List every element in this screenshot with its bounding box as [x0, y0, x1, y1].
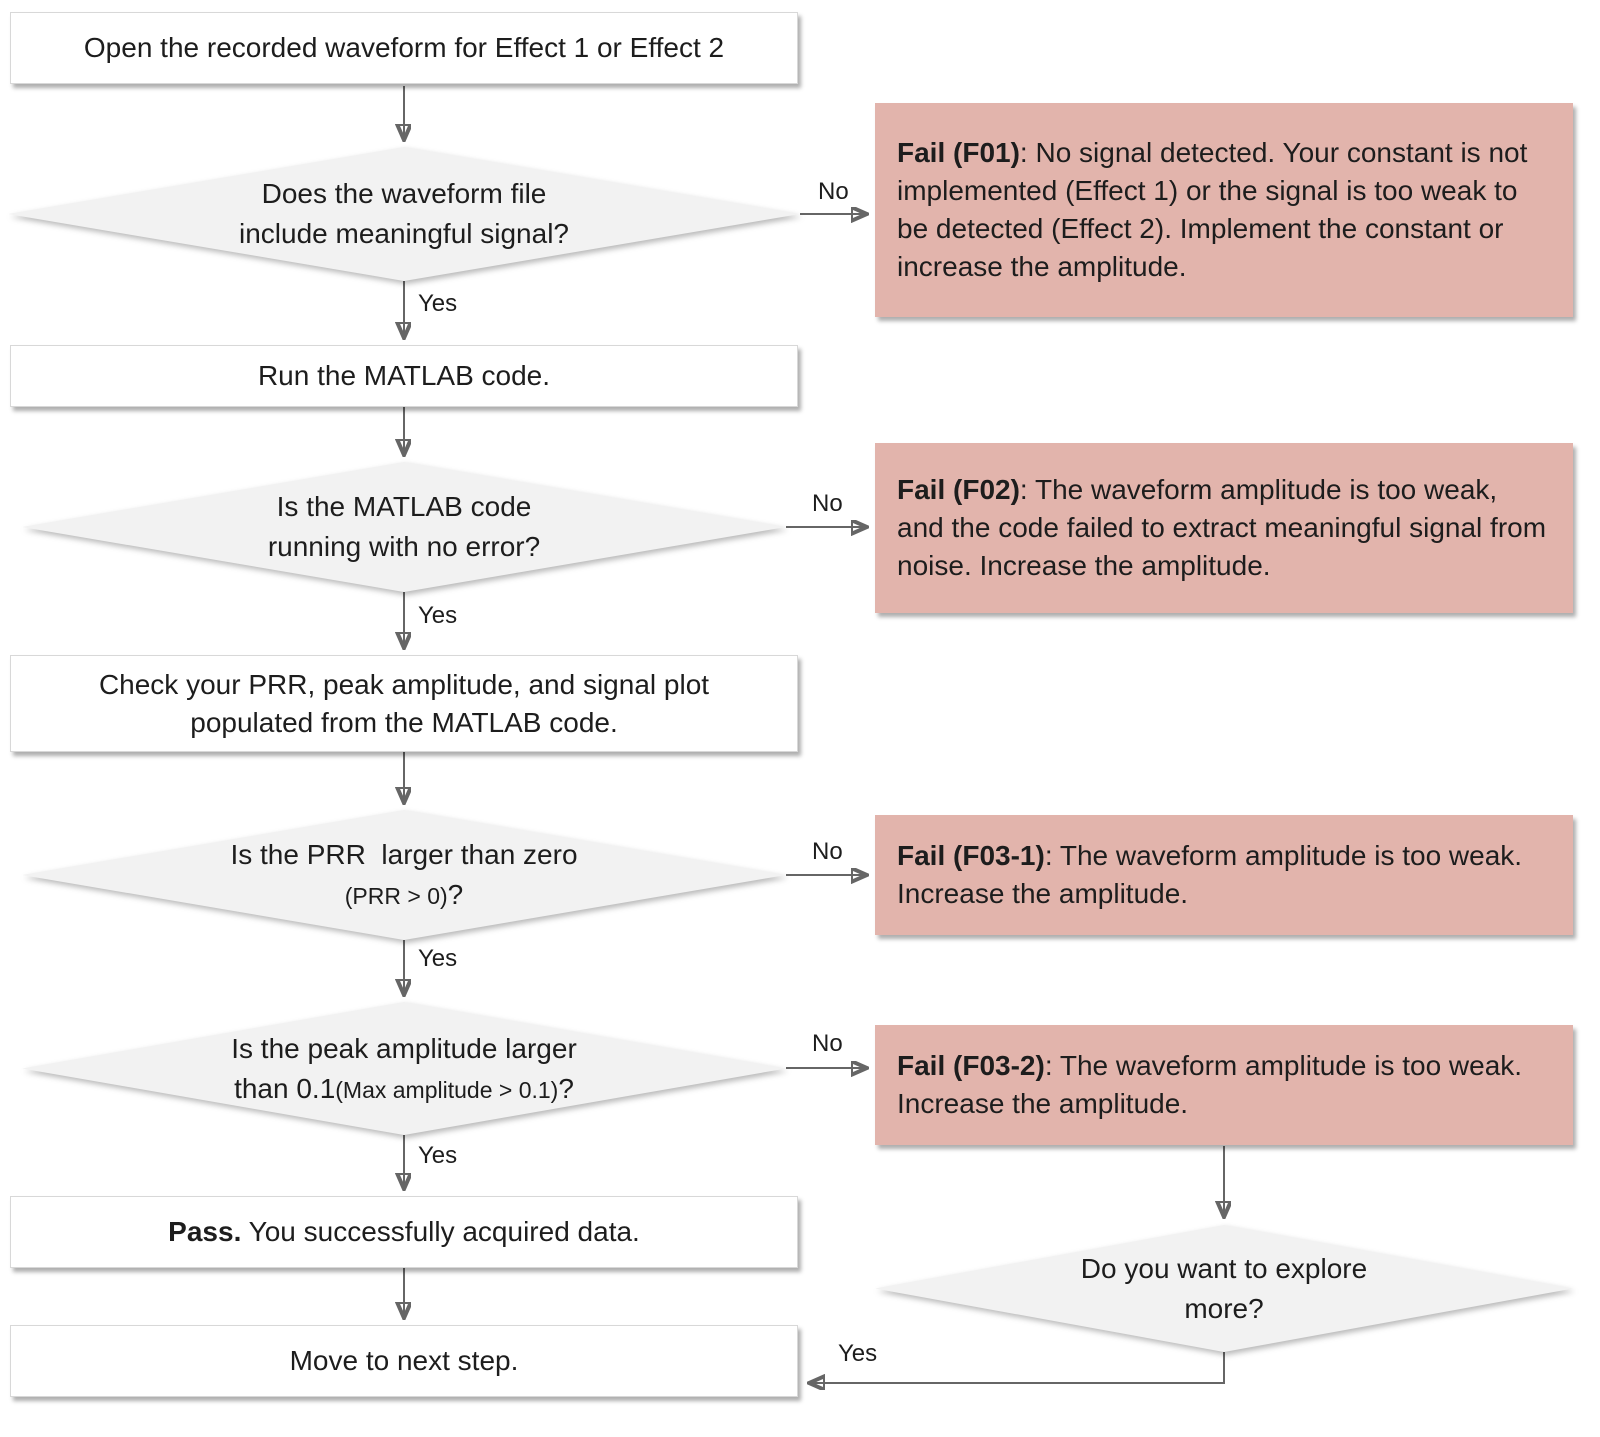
fail-f02-label: Fail (F02) [897, 474, 1020, 505]
node-decision-peak-amplitude: Is the peak amplitude larger than 0.1(Ma… [22, 1002, 786, 1135]
edge-label-yes-4: Yes [418, 1142, 458, 1169]
node-decision-explore-more: Do you want to explore more? [875, 1225, 1573, 1352]
node-fail-f02: Fail (F02): The waveform amplitude is to… [875, 443, 1573, 613]
node-fail-f03-2: Fail (F03-2): The waveform amplitude is … [875, 1025, 1573, 1145]
diamond-shape [22, 810, 786, 940]
node-start-text: Open the recorded waveform for Effect 1 … [83, 32, 725, 64]
arrow-explore-yes-to-move [810, 1352, 1225, 1383]
node-decision-prr-text: Is the PRR larger than zero (PRR > 0)? [230, 839, 578, 910]
node-pass: Pass. You successfully acquired data. [10, 1196, 798, 1268]
edge-label-no-1: No [818, 178, 849, 205]
node-decision-explore-more-text: Do you want to explore more? [1080, 1252, 1368, 1324]
node-decision-no-error: Is the MATLAB code running with no error… [22, 462, 786, 592]
fail-f03-2-label: Fail (F03-2) [897, 1050, 1045, 1081]
node-decision-signal-text: Does the waveform file include meaningfu… [239, 178, 569, 249]
node-decision-signal: Does the waveform file include meaningfu… [8, 147, 800, 281]
node-decision-prr: Is the PRR larger than zero (PRR > 0)? [22, 810, 786, 940]
pass-label: Pass. [168, 1216, 242, 1248]
diamond-shape [8, 147, 800, 281]
node-decision-no-error-text: Is the MATLAB code running with no error… [267, 491, 541, 562]
edge-label-yes-1: Yes [418, 290, 458, 317]
node-fail-f03-1: Fail (F03-1): The waveform amplitude is … [875, 815, 1573, 935]
edge-label-yes-3: Yes [418, 945, 458, 972]
node-fail-f01: Fail (F01): No signal detected. Your con… [875, 103, 1573, 317]
diamond-shape [22, 1002, 786, 1135]
edge-label-no-3: No [812, 838, 843, 865]
edge-label-no-4: No [812, 1030, 843, 1057]
node-move-next-step-text: Move to next step. [289, 1345, 519, 1377]
node-run-matlab-text: Run the MATLAB code. [257, 360, 551, 392]
diamond-shape [22, 462, 786, 592]
edge-label-yes-2: Yes [418, 602, 458, 629]
node-move-next-step: Move to next step. [10, 1325, 798, 1397]
node-decision-peak-amplitude-text: Is the peak amplitude larger than 0.1(Ma… [231, 1032, 577, 1104]
node-start: Open the recorded waveform for Effect 1 … [10, 12, 798, 84]
diamond-shape [875, 1225, 1573, 1352]
edge-label-no-2: No [812, 490, 843, 517]
fail-f01-label: Fail (F01) [897, 137, 1020, 168]
node-check-prr: Check your PRR, peak amplitude, and sign… [10, 655, 798, 752]
fail-f03-1-label: Fail (F03-1) [897, 840, 1045, 871]
node-run-matlab: Run the MATLAB code. [10, 345, 798, 407]
edge-label-yes-explore: Yes [838, 1340, 878, 1367]
